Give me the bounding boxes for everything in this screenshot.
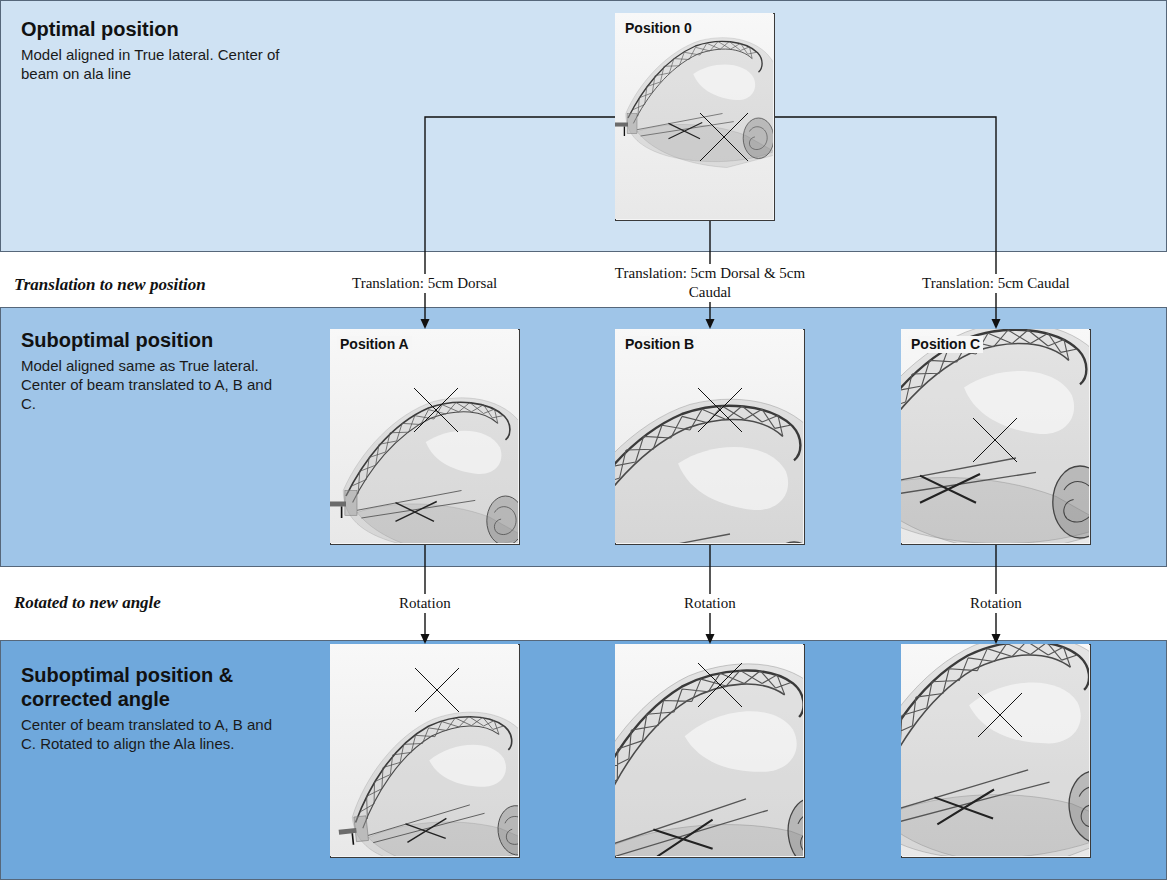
panel-heading: Suboptimal position bbox=[21, 328, 291, 352]
arrow-head bbox=[706, 634, 715, 644]
edge-label: Rotation bbox=[680, 594, 740, 613]
beam-center-mark bbox=[415, 668, 459, 712]
radiograph-image bbox=[615, 329, 803, 543]
panel-description: Model aligned in True lateral. Center of… bbox=[21, 45, 291, 83]
image-caption: Position B bbox=[622, 336, 697, 353]
beam-center-mark bbox=[414, 388, 458, 432]
beam-center-mark bbox=[978, 693, 1022, 737]
step-label: Translation to new position bbox=[14, 274, 206, 295]
edge-label: Rotation bbox=[395, 594, 455, 613]
connector-line bbox=[995, 545, 996, 635]
step-label: Rotated to new angle bbox=[14, 592, 161, 613]
arrow-head bbox=[706, 319, 715, 329]
panel-heading: Optimal position bbox=[21, 17, 291, 41]
panel-heading: Suboptimal position & corrected angle bbox=[21, 663, 291, 711]
step-band: Position 0 Optimal positionModel aligned … bbox=[0, 0, 1167, 252]
arrow-head bbox=[421, 634, 430, 644]
radiograph-image bbox=[901, 329, 1089, 543]
connector-line bbox=[424, 545, 425, 635]
radiograph-image bbox=[330, 644, 518, 856]
arrow-head bbox=[421, 319, 430, 329]
image-caption: Position C bbox=[908, 336, 983, 353]
edge-label: Translation: 5cm Dorsal & 5cm Caudal bbox=[597, 264, 823, 302]
radiograph-image bbox=[615, 644, 803, 856]
panel-description: Model aligned same as True lateral. Cent… bbox=[21, 356, 291, 413]
beam-center-mark bbox=[973, 418, 1017, 462]
edge-label: Translation: 5cm Dorsal bbox=[348, 274, 501, 293]
edge-label: Rotation bbox=[966, 594, 1026, 613]
beam-center-mark bbox=[700, 113, 748, 161]
panel-description: Center of beam translated to A, B and C.… bbox=[21, 715, 291, 753]
beam-center-mark bbox=[698, 388, 742, 432]
beam-center-mark bbox=[698, 663, 742, 707]
connector-line bbox=[709, 545, 710, 635]
image-caption: Position 0 bbox=[622, 20, 695, 37]
arrow-head bbox=[992, 319, 1001, 329]
arrow-connector bbox=[421, 117, 616, 329]
radiograph-image bbox=[615, 13, 773, 219]
radiograph-image bbox=[330, 329, 518, 543]
image-caption: Position A bbox=[337, 336, 412, 353]
edge-label: Translation: 5cm Caudal bbox=[918, 274, 1074, 293]
arrow-head bbox=[992, 634, 1001, 644]
radiograph-image bbox=[901, 644, 1089, 856]
